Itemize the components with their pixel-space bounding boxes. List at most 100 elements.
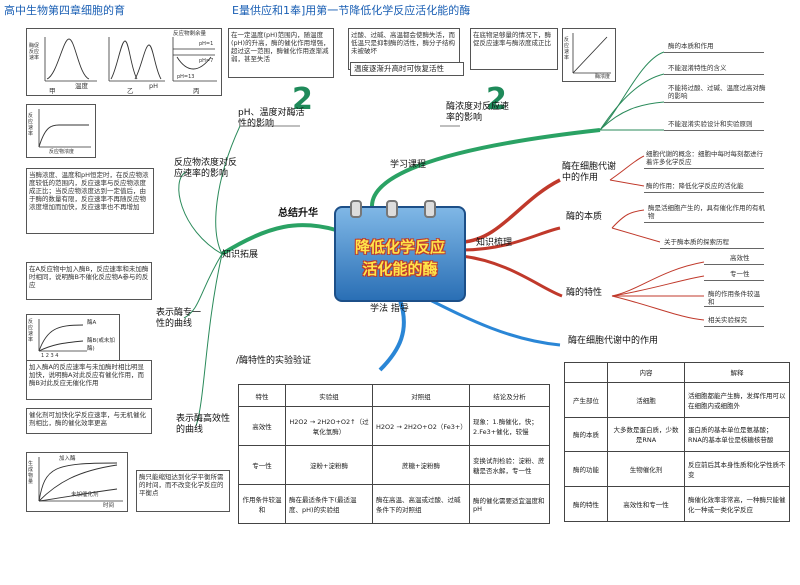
specificity-description2: 加入酶A的反应速率与未加酶时相比明显加快，说明酶A对此反应有催化作用，而酶B对此… bbox=[26, 360, 152, 400]
table-row: 高效性 H2O2 → 2H2O+O2↑（过氧化氢酶） H2O2 → 2H2O+O… bbox=[238, 406, 550, 447]
recover-note: 温度逐渐升高时可恢复活性 bbox=[350, 62, 464, 76]
table-row: 内容 解释 bbox=[564, 362, 790, 383]
efficiency-legend-a: 加入酶 bbox=[59, 456, 76, 462]
efficiency-text: 催化剂可加快化学反应速率，与无机催化剂相比，酶的催化效率更高 bbox=[29, 411, 146, 427]
table-cell: 蛋白质的基本单位是氨基酸；RNA的基本单位是核糖核苷酸 bbox=[684, 416, 790, 453]
table-cell: 活细胞 bbox=[607, 381, 685, 418]
efficiency-description2: 酶只能缩短达到化学平衡所需的时间，而不改变化学反应的平衡点 bbox=[136, 470, 230, 512]
table-row: 产生部位 活细胞 活细胞都能产生酶，发挥作用可以在细胞内或细胞外 bbox=[564, 381, 790, 418]
table-cell: 现象：1.酶催化，快；2.Fe3+催化，较慢 bbox=[469, 406, 550, 447]
substrate-effect-label: 反应物浓度对反应速率的影响 bbox=[174, 158, 238, 179]
table-row: 特性 实验组 对照组 结论及分析 bbox=[238, 383, 550, 408]
table-cell: 淀粉+淀粉酶 bbox=[285, 445, 373, 485]
substrate-text: 当酶浓度、温度和pH恒定时，在反应物浓度较低的范围内，反应速率与反应物浓度成正比… bbox=[29, 171, 149, 211]
table-cell: 高效性和专一性 bbox=[607, 486, 685, 522]
specificity-description: 在A反应物中加入酶B，反应速率和未加酶时相同，说明酶B不催化反应物A参与的反应 bbox=[26, 262, 152, 300]
branch-summary: 总结升华 bbox=[278, 208, 318, 219]
temp-ph-curves bbox=[44, 37, 217, 82]
enzyme-function-table: 内容 解释 产生部位 活细胞 活细胞都能产生酶，发挥作用可以在细胞内或细胞外 酶… bbox=[564, 362, 790, 522]
efficiency-text2: 酶只能缩短达到化学平衡所需的时间，而不改变化学反应的平衡点 bbox=[139, 473, 224, 497]
enzyme-curves-box: 酶促反应速率 温度 甲 pH 乙 反应物剩余量 pH=1 pH=7 pH=13 … bbox=[26, 28, 222, 96]
efficiency-ylabel: 生成物量 bbox=[28, 461, 34, 485]
table-cell: H2O2 → 2H2O+O2↑（过氧化氢酶） bbox=[285, 406, 373, 447]
table-cell: 反应前后其本身性质和化学性质不变 bbox=[684, 451, 790, 488]
graph2-tag: 乙 bbox=[127, 87, 134, 95]
efficiency-curve bbox=[38, 457, 123, 502]
efficiency-graph: 生成物量 加入酶 未加催化剂 时间 bbox=[26, 452, 128, 512]
right-cat2-item-2: 关于酶本质的探索历程 bbox=[664, 238, 729, 246]
right-item-2: 不能混淆特性的含义 bbox=[668, 64, 727, 72]
branch-learning: 学习课程 bbox=[390, 160, 427, 170]
header-title-right: E量供应和1奉]用第一节降低化学反应活化能的酶 bbox=[232, 4, 471, 17]
table-row: 酶的功能 生物催化剂 反应前后其本身性质和化学性质不变 bbox=[564, 451, 790, 488]
table-header: 对照组 bbox=[372, 383, 470, 408]
table-row: 专一性 淀粉+淀粉酶 蔗糖+淀粉酶 变换试剂检验：淀粉、蔗糖是否水解，专一性 bbox=[238, 445, 550, 485]
number-two-left: 2 bbox=[292, 82, 313, 117]
branch-knowledge: 知识梳理 bbox=[476, 238, 513, 248]
enzyme-conc-ylabel: 反应速率 bbox=[564, 37, 570, 61]
specificity-text: 在A反应物中加入酶B，反应速率和未加酶时相同，说明酶B不催化反应物A参与的反应 bbox=[29, 265, 149, 289]
graph3-label1: pH=1 bbox=[199, 41, 214, 47]
table-cell: 专一性 bbox=[238, 445, 286, 485]
table-header: 实验组 bbox=[285, 383, 373, 408]
right-cat3-item-3: 酶的作用条件较温和 bbox=[708, 290, 760, 306]
number-two-right: 2 bbox=[486, 82, 507, 117]
acid-base-text: 过酸、过碱、高温都会使酶失活，而低温只是抑制酶的活性，酶分子结构未被破坏 bbox=[351, 31, 455, 55]
right-item-3: 不能将过酸、过碱、温度过高对酶的影响 bbox=[668, 84, 766, 100]
right-cat3-item-1: 高效性 bbox=[730, 254, 750, 262]
graph3-title: 反应物剩余量 bbox=[173, 31, 207, 37]
table-cell: 酶的功能 bbox=[564, 451, 608, 488]
table-cell: 酶的催化需要适宜温度和pH bbox=[469, 484, 550, 524]
table-cell: 酶的本质 bbox=[564, 416, 608, 453]
right-category-2: 酶的本质 bbox=[566, 212, 603, 222]
table-cell: H2O2 → 2H2O+O2（Fe3+） bbox=[372, 406, 470, 447]
table-header: 结论及分析 bbox=[469, 383, 550, 408]
enzyme-conc-xlabel: 酶浓度 bbox=[595, 74, 611, 80]
bottom-table1-title: /酶特性的实验验证 bbox=[236, 356, 312, 366]
branch-zhishi: 知识拓展 bbox=[222, 250, 259, 260]
conc-effect-label: 酶浓度对反应速率的影响 bbox=[446, 102, 510, 123]
efficiency-legend-b: 未加催化剂 bbox=[71, 492, 99, 498]
right-item-1: 酶的本质和作用 bbox=[668, 42, 714, 50]
substrate-graph: 反应速率 反应物浓度 bbox=[26, 104, 96, 158]
specificity-legend-b: 酶B(或未加酶) bbox=[87, 338, 115, 352]
temp-effect-label: pH、温度对酶活性的影响 bbox=[238, 108, 305, 129]
table-header: 解释 bbox=[684, 362, 790, 383]
specificity-ylabel: 反应速率 bbox=[28, 319, 34, 343]
table-cell: 生物催化剂 bbox=[607, 451, 685, 488]
table-cell: 蔗糖+淀粉酶 bbox=[372, 445, 470, 485]
graph1-ylabel: 酶促反应速率 bbox=[29, 43, 40, 61]
central-topic-line2: 活化能的酶 bbox=[362, 260, 438, 278]
table-header: 内容 bbox=[607, 362, 685, 383]
conc-text: 在底物足够量的情况下，酶促反应速率与酶浓度成正比 bbox=[473, 31, 551, 47]
specificity-curve-label: 表示酶专一性的曲线 bbox=[156, 308, 202, 329]
branch-study-tips: 学法 指导 bbox=[370, 304, 409, 314]
efficiency-xlabel: 时间 bbox=[103, 503, 115, 509]
right-cat1-item-2: 酶的作用：降低化学反应的活化能 bbox=[646, 182, 744, 190]
substrate-description: 当酶浓度、温度和pH恒定时，在反应物浓度较低的范围内，反应速率与反应物浓度成正比… bbox=[26, 168, 154, 234]
enzyme-conc-graph: 反应速率 酶浓度 bbox=[562, 28, 616, 82]
specificity-graph: 反应速率 酶A 酶B(或未加酶) 1 2 3 4 bbox=[26, 314, 120, 362]
table-cell: 酶在最适条件下(最适温度、pH)的实验组 bbox=[285, 484, 373, 524]
right-item-4: 不能混淆实验设计和实验原则 bbox=[668, 120, 753, 128]
graph1-tag: 甲 bbox=[49, 87, 56, 95]
recover-note-text: 温度逐渐升高时可恢复活性 bbox=[354, 64, 444, 73]
table-cell: 酶催化效率非常高，一种酶只能催化一种或一类化学反应 bbox=[684, 486, 790, 522]
graph1-xlabel: 温度 bbox=[75, 82, 88, 90]
graph3-label2: pH=7 bbox=[199, 58, 214, 64]
table-cell: 作用条件较温和 bbox=[238, 484, 286, 524]
specificity-curve bbox=[38, 319, 87, 352]
table-cell: 变换试剂检验：淀粉、蔗糖是否水解，专一性 bbox=[469, 445, 550, 485]
right-category-1: 酶在细胞代谢中的作用 bbox=[562, 162, 617, 183]
substrate-xlabel: 反应物浓度 bbox=[49, 149, 75, 155]
central-topic-card: 降低化学反应 活化能的酶 bbox=[334, 200, 466, 302]
efficiency-curve-label: 表示酶高效性的曲线 bbox=[176, 414, 231, 435]
table-cell: 活细胞都能产生酶，发挥作用可以在细胞内或细胞外 bbox=[684, 381, 790, 418]
graph3-tag: 丙 bbox=[193, 87, 200, 95]
right-cat3-item-4: 相关实验探究 bbox=[708, 316, 747, 324]
table-header: 特性 bbox=[238, 383, 286, 408]
specificity-ticks: 1 2 3 4 bbox=[41, 353, 59, 359]
right-category-3: 酶的特性 bbox=[566, 288, 603, 298]
table-header bbox=[564, 362, 608, 383]
